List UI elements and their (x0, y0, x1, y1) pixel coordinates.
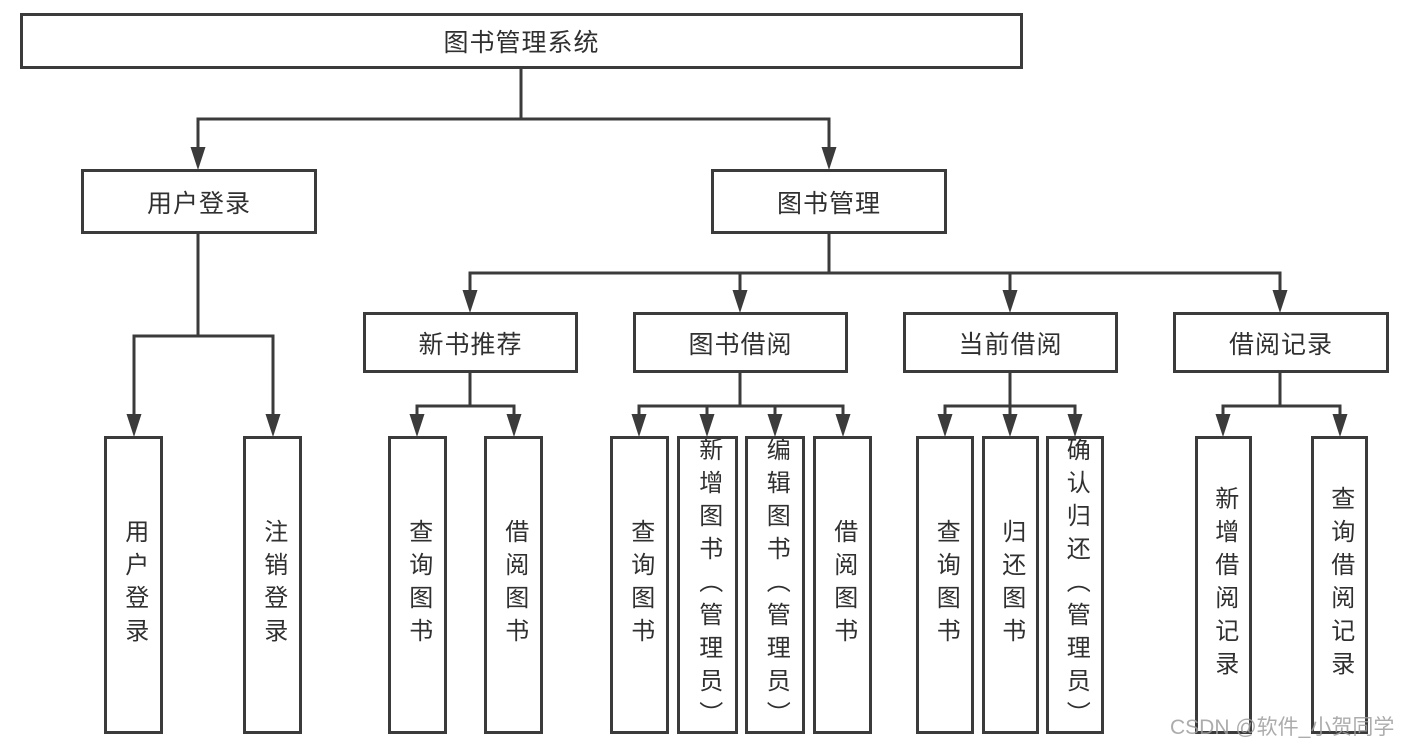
leaf-label: 查询图书 (404, 519, 432, 651)
leaf-label: 用户登录 (120, 519, 148, 651)
leaf-box-borrow-books: 借阅图书 (813, 436, 872, 734)
leaf-label: 查询图书 (932, 519, 960, 651)
connector-root-to-level2 (190, 68, 837, 170)
leaf-label: 注销登录 (259, 519, 287, 651)
leaf-label: 借阅图书 (500, 519, 528, 651)
node-box-borrow-records: 借阅记录 (1173, 312, 1389, 373)
csdn-watermark: CSDN @软件_小贺同学 (1170, 716, 1395, 739)
leaf-label: 查询借阅记录 (1326, 486, 1354, 684)
node-label: 用户登录 (146, 189, 251, 218)
root-box-library-management-system: 图书管理系统 (20, 13, 1023, 69)
leaf-box-query-books-current: 查询图书 (916, 436, 974, 734)
leaf-label: 新增借阅记录 (1210, 486, 1238, 684)
leaf-box-borrow-books-recommend: 借阅图书 (484, 436, 543, 734)
connector-user-login-to-leaves (126, 233, 281, 437)
node-box-new-book-recommend: 新书推荐 (363, 312, 578, 373)
connector-book-management-to-level3 (462, 233, 1288, 313)
node-label: 图书管理 (776, 189, 881, 218)
node-label: 当前借阅 (958, 330, 1063, 359)
leaf-box-query-borrow-record: 查询借阅记录 (1311, 436, 1368, 734)
leaf-label: 归还图书 (997, 519, 1025, 651)
leaf-box-add-borrow-record: 新增借阅记录 (1195, 436, 1252, 734)
node-label: 新书推荐 (418, 330, 523, 359)
leaf-box-confirm-return-admin: 确认归还（管理员） (1046, 436, 1104, 734)
node-box-book-borrow: 图书借阅 (633, 312, 848, 373)
leaf-box-user-login: 用户登录 (104, 436, 163, 734)
leaf-box-logout: 注销登录 (243, 436, 302, 734)
node-box-current-borrow: 当前借阅 (903, 312, 1118, 373)
node-box-user-login: 用户登录 (81, 169, 317, 234)
node-box-book-management: 图书管理 (711, 169, 947, 234)
connector-new-book-recommend-to-leaves (409, 372, 522, 437)
root-label: 图书管理系统 (443, 29, 600, 57)
leaf-label: 借阅图书 (829, 519, 857, 651)
leaf-label: 编辑图书（管理员） (762, 436, 790, 734)
node-label: 借阅记录 (1228, 330, 1333, 359)
connector-borrow-records-to-leaves (1215, 372, 1348, 437)
node-label: 图书借阅 (688, 330, 793, 359)
leaf-label: 查询图书 (626, 519, 654, 651)
leaf-label: 确认归还（管理员） (1062, 436, 1090, 734)
leaf-box-query-books-recommend: 查询图书 (388, 436, 447, 734)
leaf-box-add-book-admin: 新增图书（管理员） (677, 436, 738, 734)
leaf-box-return-book: 归还图书 (982, 436, 1039, 734)
leaf-label: 新增图书（管理员） (694, 436, 722, 734)
connector-book-borrow-to-leaves (631, 372, 851, 437)
connector-current-borrow-to-leaves (937, 372, 1083, 437)
leaf-box-edit-book-admin: 编辑图书（管理员） (745, 436, 805, 734)
leaf-box-query-books-borrow: 查询图书 (610, 436, 669, 734)
